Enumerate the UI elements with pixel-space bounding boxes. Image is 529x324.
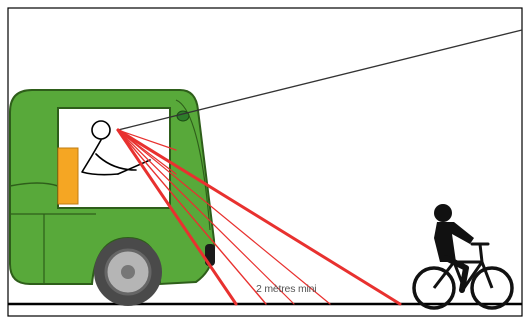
cyclist-head: [434, 204, 452, 222]
wheel-centre: [121, 265, 135, 279]
truck-icon: [10, 90, 215, 306]
driver-seat: [58, 148, 78, 204]
distance-label: 2 mètres mini: [256, 283, 316, 295]
